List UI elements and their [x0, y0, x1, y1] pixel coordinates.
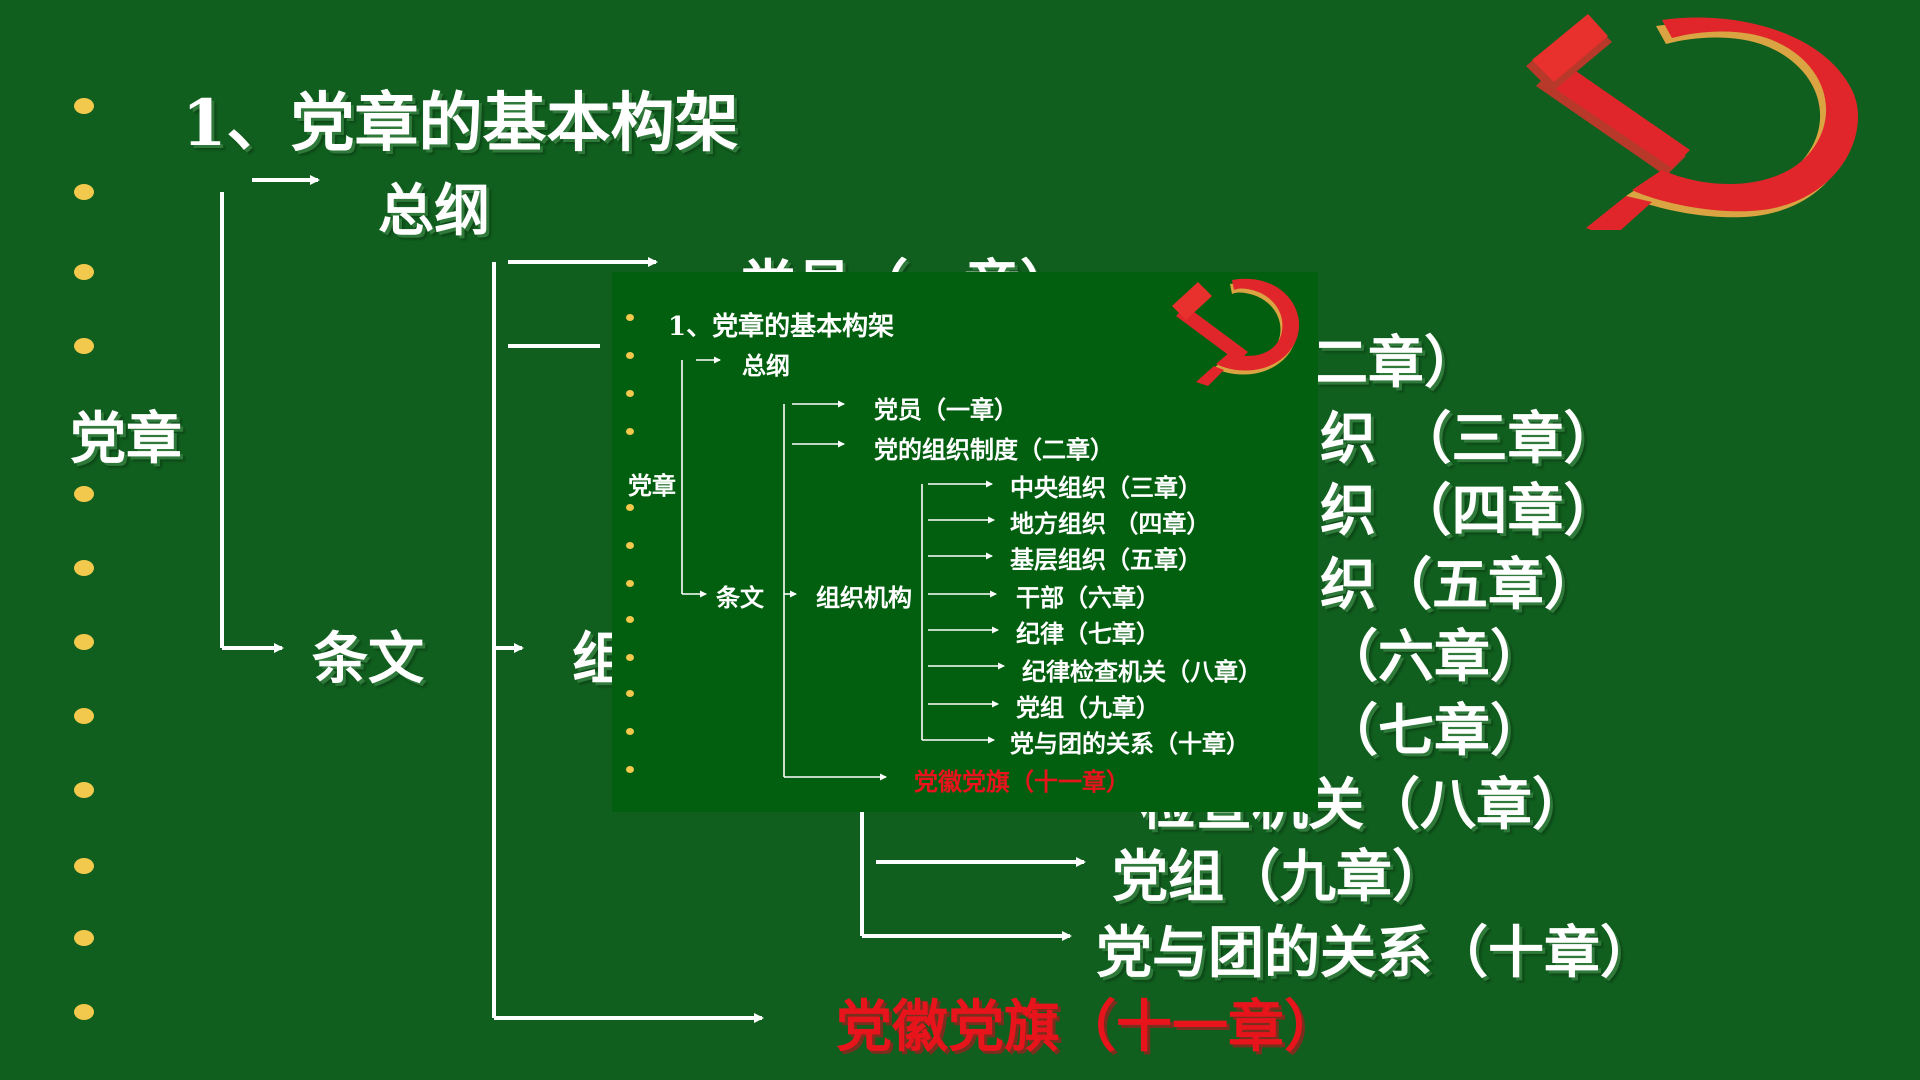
bullet — [74, 634, 94, 650]
bullet — [626, 654, 634, 661]
inset-node-system: 党的组织制度（二章） — [874, 435, 1114, 464]
inset-title: 1、党章的基本构架 — [668, 312, 895, 342]
bullet — [626, 542, 634, 549]
bullet — [74, 98, 94, 114]
inset-node-emblem-flag: 党徽党旗（十一章） — [914, 767, 1130, 796]
inset-node-local: 地方组织 （四章） — [1010, 509, 1211, 538]
bullet — [74, 708, 94, 724]
inset-slide: 1、党章的基本构架 总纲 党章 党员（一章） 党的组织制度（二章） 中央组织（三… — [612, 272, 1318, 812]
bullet — [74, 338, 94, 354]
node-groups: 党组（九章） — [1112, 844, 1448, 910]
bullet — [626, 390, 634, 397]
inset-node-groups: 党组（九章） — [1016, 693, 1160, 722]
bullet — [626, 352, 634, 359]
inset-node-discipline: 纪律（七章） — [1016, 619, 1160, 648]
inset-node-league: 党与团的关系（十章） — [1010, 729, 1250, 758]
bullet — [74, 184, 94, 200]
bullet — [626, 504, 634, 511]
bullet — [626, 428, 634, 435]
inset-node-cadres: 干部（六章） — [1016, 583, 1160, 612]
node-discipline: （七章） — [1322, 698, 1546, 764]
node-emblem-flag: 党徽党旗（十一章） — [836, 994, 1340, 1060]
bullet — [74, 560, 94, 576]
inset-node-grassroots: 基层组织（五章） — [1010, 545, 1202, 574]
bullet — [626, 580, 634, 587]
inset-connector-lines — [681, 356, 1005, 781]
bullet — [626, 728, 634, 735]
hammer-sickle-emblem-icon — [1526, 14, 1858, 230]
hammer-sickle-emblem-icon — [1172, 278, 1300, 386]
node-articles: 条文 — [312, 626, 424, 692]
node-cadres: （六章） — [1322, 624, 1546, 690]
node-root: 党章 — [70, 406, 182, 472]
inset-node-inspection: 纪律检查机关（八章） — [1022, 657, 1262, 686]
node-league: 党与团的关系（十章） — [1096, 920, 1656, 986]
bullet — [626, 616, 634, 623]
bullet — [74, 858, 94, 874]
bullet — [626, 314, 634, 321]
inset-node-members: 党员（一章） — [874, 395, 1018, 424]
inset-node-general: 总纲 — [742, 351, 790, 380]
node-system: 二章） — [1312, 330, 1480, 396]
bullet — [74, 930, 94, 946]
title: 1、党章的基本构架 — [182, 86, 739, 161]
bullet — [74, 264, 94, 280]
bullet — [626, 766, 634, 773]
inset-node-org: 组织机构 — [816, 583, 912, 612]
bullet — [74, 782, 94, 798]
inset-node-articles: 条文 — [716, 583, 764, 612]
inset-node-central: 中央组织（三章） — [1010, 473, 1202, 502]
inset-node-root: 党章 — [628, 471, 676, 500]
bullet — [626, 690, 634, 697]
node-grassroots: 织（五章） — [1320, 552, 1600, 618]
node-general: 总纲 — [378, 178, 490, 244]
node-central: 织 （三章） — [1320, 406, 1620, 472]
bullet — [74, 1004, 94, 1020]
node-local: 织 （四章） — [1320, 478, 1620, 544]
bullet — [74, 486, 94, 502]
